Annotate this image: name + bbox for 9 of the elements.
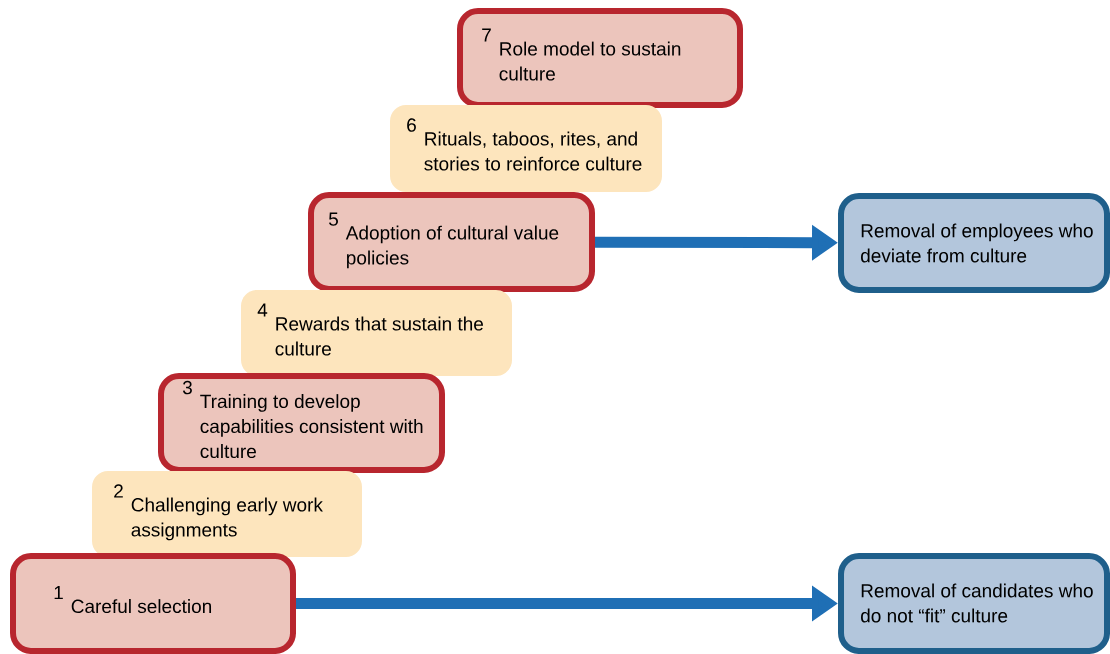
outcome-box: Removal of candidates who do not “fit” culture	[838, 553, 1110, 654]
step-box: 5 Adoption of cultural value policies	[308, 192, 595, 292]
outcome-box: Removal of employees who deviate from culture	[838, 193, 1110, 293]
step-box: 3 Training to develop capabilities consistent with culture	[158, 373, 445, 473]
step-box: 7 Role model to sustain culture	[457, 8, 743, 108]
step-box: 6 Rituals, taboos, rites, and stories to reinforce culture	[390, 105, 662, 192]
step-box: 4 Rewards that sustain the culture	[241, 290, 512, 376]
step-box: 2 Challenging early work assignments	[92, 471, 362, 557]
step-box: 1 Careful selection	[10, 553, 296, 654]
